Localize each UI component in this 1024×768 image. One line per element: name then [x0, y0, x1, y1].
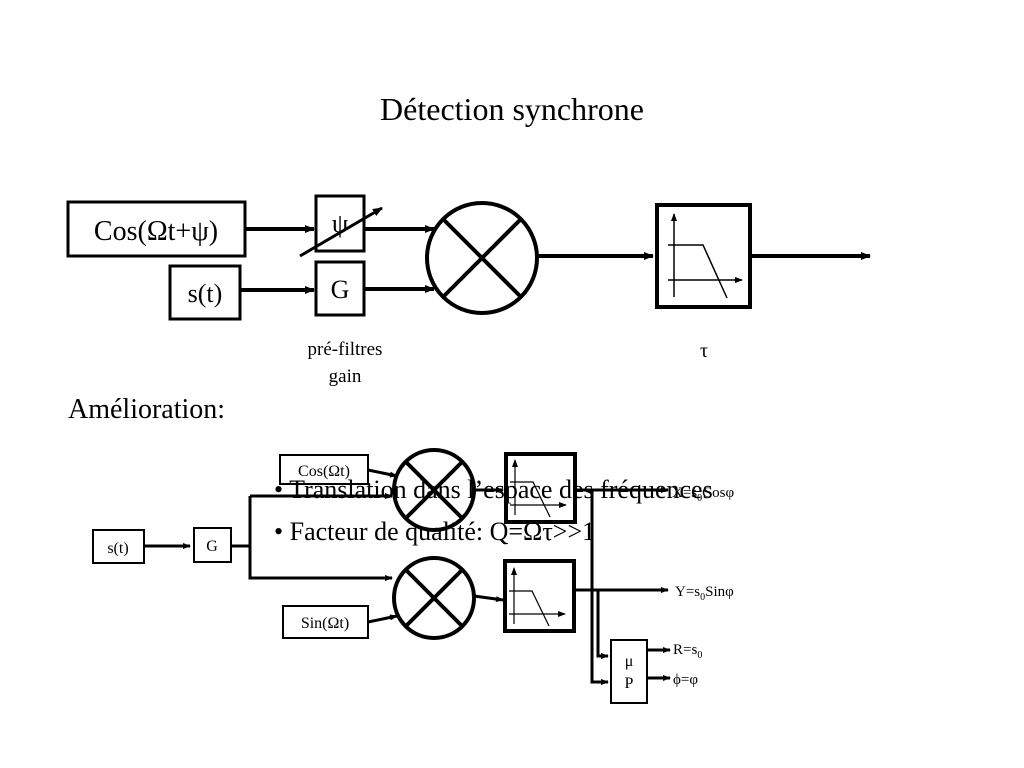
- phi-output-label: ϕ=φ: [673, 672, 698, 688]
- sin-multiplier-symbol: [392, 556, 476, 640]
- sin-reference-box: [282, 605, 369, 639]
- sin-reference-label: Sin(Ωt): [301, 615, 349, 632]
- prefilter-label: pré-filtres: [308, 339, 383, 360]
- gain-caption-label: gain: [329, 366, 362, 387]
- y-output-label: Y=s0Sinφ: [675, 584, 734, 603]
- bullet-item: • Translation dans l’espace des fréquenc…: [274, 475, 713, 504]
- lowpass-filter-box: [655, 203, 752, 309]
- signal-input-label: s(t): [188, 279, 223, 308]
- gain-to-sin-mixer-wire: [248, 546, 393, 581]
- cos-lowpass-filter-box: [504, 452, 577, 524]
- signal-input-box: [168, 264, 242, 321]
- gain-label: G: [331, 275, 350, 304]
- x-tap-to-processor-wire: [590, 490, 609, 685]
- microprocessor-label-p: P: [625, 675, 634, 692]
- top-diagram: Cos(Ωt+ψ) s(t) ψ G: [66, 194, 871, 387]
- cos-ref-to-mixer-arrow: [367, 468, 398, 478]
- microprocessor-label-mu: μ: [625, 653, 634, 670]
- bottom-gain-label: G: [206, 538, 218, 555]
- sin-lowpass-filter-box: [503, 559, 576, 633]
- bottom-signal-input-label: s(t): [107, 540, 128, 557]
- multiplier-symbol: [425, 201, 539, 315]
- cos-reference-label: Cos(Ωt): [298, 463, 350, 480]
- bottom-diagram: s(t) G Cos(Ωt) Sin(Ωt): [92, 448, 734, 704]
- phase-adjust-arrow: [299, 206, 383, 258]
- sin-mixer-to-filter-arrow: [473, 594, 504, 603]
- y-tap-to-processor-wire: [596, 590, 609, 659]
- gain-split-wire: [231, 496, 252, 548]
- cos-reference-box: [279, 454, 369, 485]
- reference-input-box: [66, 200, 247, 258]
- reference-input-label: Cos(Ωt+ψ): [94, 216, 218, 247]
- microprocessor-box: [610, 639, 648, 704]
- bullet-list: • Translation dans l’espace des fréquenc…: [274, 475, 713, 546]
- r-output-label: R=s0: [673, 642, 702, 661]
- improvement-heading: Amélioration:: [68, 394, 225, 425]
- page-title: Détection synchrone: [380, 91, 644, 127]
- x-output-label: X=s0Cosφ: [672, 485, 734, 504]
- time-constant-label: τ: [700, 340, 708, 362]
- bullet-item: • Facteur de qualité: Q=Ωτ>>1: [274, 517, 595, 546]
- sin-ref-to-mixer-arrow: [367, 614, 398, 624]
- cos-multiplier-symbol: [392, 448, 476, 532]
